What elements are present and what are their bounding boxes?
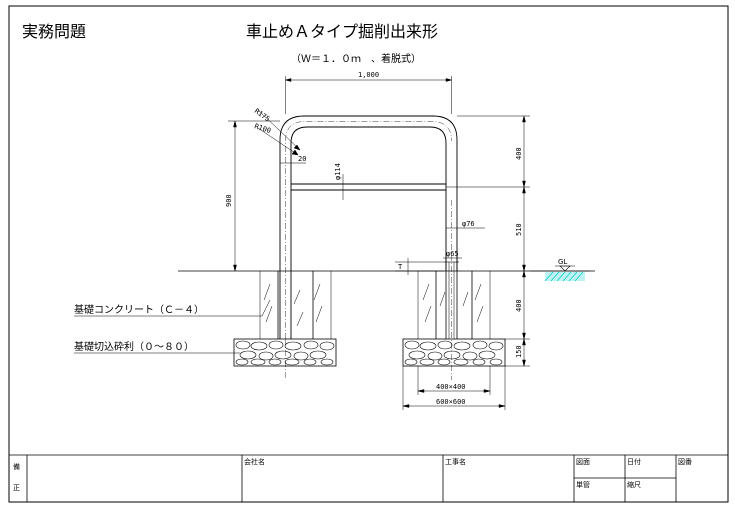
tb-remark-top: 備 xyxy=(13,462,20,471)
tb-remark-bottom: 正 xyxy=(13,484,20,492)
dim-foundation-outer xyxy=(402,366,506,410)
dim-base-150-label: 150 xyxy=(515,345,523,358)
tb-date: 日付 xyxy=(627,457,641,466)
dim-height-900 xyxy=(228,120,280,272)
dim-depth-400-label: 400 xyxy=(515,299,523,312)
dim-dia-65-label: φ65 xyxy=(446,250,459,258)
section-label: 実務問題 xyxy=(22,22,86,41)
dim-foundation-outer-label: 600×600 xyxy=(436,398,466,406)
gravel-label: 基礎切込砕利（０～８０） xyxy=(74,340,194,353)
dim-offset-20-label: 20 xyxy=(298,155,306,163)
dim-height-400-label: 400 xyxy=(515,147,523,160)
left-gravel-bed xyxy=(233,338,337,367)
tb-project: 工事名 xyxy=(445,457,466,466)
dim-dia-114-label: φ114 xyxy=(334,163,342,180)
tb-number: 図番 xyxy=(678,458,692,466)
dim-gap-t-label: T xyxy=(398,263,403,271)
bollard-pipe xyxy=(279,115,458,339)
dim-height-510-label: 510 xyxy=(515,223,523,236)
dim-height-900-label: 900 xyxy=(225,194,233,207)
tb-scale: 縮尺 xyxy=(627,480,641,489)
dim-top-width xyxy=(284,76,453,114)
dim-gap-t xyxy=(395,258,444,275)
dim-top-width-label: 1,000 xyxy=(358,71,379,79)
right-socket-pipe xyxy=(444,255,459,339)
tb-company: 会社名 xyxy=(244,457,265,466)
radius-leaders xyxy=(257,109,301,156)
tb-drawing: 図面 xyxy=(576,458,590,466)
dim-right-stack xyxy=(446,115,590,367)
dim-foundation-inner-label: 400×400 xyxy=(436,383,466,391)
left-foundation xyxy=(259,271,332,339)
drawing-subtitle: （Ｗ＝１．０ｍ 、着脱式） xyxy=(291,52,421,65)
concrete-label: 基礎コンクリート（Ｃ－４） xyxy=(74,303,204,316)
sheet-border xyxy=(8,5,729,503)
dim-foundation-inner xyxy=(417,366,491,395)
concrete-leader-tail xyxy=(261,299,271,317)
right-gravel-bed xyxy=(402,338,506,367)
drawing-title: 車止めＡタイプ掘削出来形 xyxy=(246,22,438,41)
right-foundation xyxy=(417,271,491,339)
tb-scale-type: 単管 xyxy=(576,480,590,489)
dim-dia-76-label: φ76 xyxy=(462,220,475,228)
gl-marker: GL xyxy=(544,258,585,282)
dim-r-inner-label: R100 xyxy=(253,122,272,135)
title-block xyxy=(9,454,728,502)
gl-label: GL xyxy=(558,258,567,266)
